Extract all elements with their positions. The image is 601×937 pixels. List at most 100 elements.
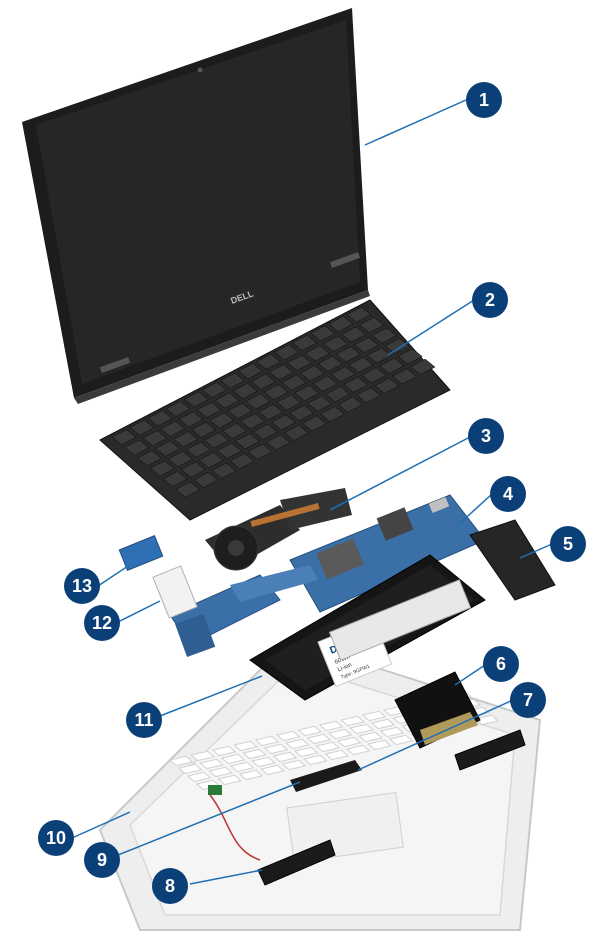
keycap bbox=[247, 443, 273, 460]
keycap bbox=[346, 306, 372, 323]
keycap bbox=[256, 353, 282, 370]
callout-8: 8 bbox=[152, 868, 188, 904]
keycap bbox=[286, 354, 312, 371]
keycap bbox=[142, 430, 168, 447]
keycap bbox=[384, 337, 410, 355]
keycap bbox=[229, 453, 255, 470]
speaker-right bbox=[454, 729, 526, 771]
palmrest-key-opening bbox=[340, 715, 365, 727]
keycap bbox=[165, 400, 191, 417]
palmrest-key-opening bbox=[211, 745, 237, 757]
keycap bbox=[245, 393, 271, 410]
keycap bbox=[240, 413, 266, 430]
keycap bbox=[219, 372, 246, 389]
keycap bbox=[250, 373, 276, 390]
leader-line-11 bbox=[159, 675, 263, 717]
palmrest-key-opening bbox=[251, 756, 276, 768]
keycap bbox=[330, 366, 356, 383]
callout-9: 9 bbox=[84, 842, 120, 878]
callout-5: 5 bbox=[550, 526, 586, 562]
keycap bbox=[301, 415, 327, 432]
callout-10: 10 bbox=[38, 820, 74, 856]
keycap bbox=[304, 345, 331, 362]
keycap bbox=[276, 394, 302, 411]
keycap bbox=[397, 348, 423, 365]
palmrest-key-opening bbox=[285, 738, 310, 750]
callout-11: 11 bbox=[126, 702, 162, 738]
keycap bbox=[162, 470, 188, 488]
callout-8-number: 8 bbox=[164, 875, 175, 896]
keycap bbox=[359, 316, 385, 334]
palmrest-key-opening bbox=[474, 714, 499, 726]
palmrest-key-opening bbox=[294, 746, 319, 758]
keycap bbox=[232, 382, 258, 400]
callout-13-number: 13 bbox=[71, 575, 93, 596]
keycap bbox=[193, 471, 219, 489]
palmrest-key-opening bbox=[336, 736, 362, 748]
keycap bbox=[258, 403, 284, 421]
keycap bbox=[379, 357, 405, 374]
leader-line-3 bbox=[329, 436, 471, 511]
palmrest-key-opening bbox=[242, 748, 267, 760]
keycap bbox=[149, 460, 175, 477]
callout-4: 4 bbox=[490, 476, 526, 512]
keycap bbox=[410, 358, 436, 375]
keycap bbox=[201, 381, 227, 399]
keycap bbox=[348, 356, 374, 373]
leader-line-9 bbox=[117, 781, 301, 856]
palmrest-key-opening bbox=[263, 743, 289, 755]
keycap bbox=[185, 441, 212, 458]
callout-10-number: 10 bbox=[45, 827, 67, 848]
palmrest-key-opening bbox=[345, 744, 371, 756]
palmrest-key-opening bbox=[220, 753, 246, 765]
keycap bbox=[183, 391, 209, 408]
callout-3: 3 bbox=[468, 418, 504, 454]
keycap bbox=[252, 423, 279, 440]
palmrest-key-opening bbox=[260, 764, 285, 776]
keycap bbox=[178, 411, 204, 428]
palmrest-key-opening bbox=[254, 735, 280, 747]
palmrest-key-opening bbox=[217, 774, 242, 786]
palmrest-key-opening bbox=[297, 725, 322, 737]
keycap bbox=[136, 450, 163, 467]
callout-7: 7 bbox=[510, 682, 546, 718]
keycap bbox=[214, 392, 240, 409]
keycap bbox=[312, 375, 338, 392]
callout-2-number: 2 bbox=[484, 289, 495, 310]
keycap bbox=[155, 440, 181, 457]
palmrest-key-opening bbox=[327, 728, 353, 740]
keycap bbox=[310, 325, 336, 342]
keycap bbox=[353, 336, 379, 353]
leader-line-12 bbox=[117, 600, 161, 623]
callout-1-number: 1 bbox=[478, 89, 489, 110]
keycap bbox=[343, 376, 369, 393]
keycap bbox=[356, 387, 382, 404]
palmrest-key-opening bbox=[358, 731, 383, 743]
leader-line-2 bbox=[387, 299, 475, 356]
palmrest-key-opening bbox=[238, 769, 264, 781]
leader-line-5 bbox=[519, 543, 553, 559]
keycap bbox=[341, 326, 367, 343]
keycap bbox=[270, 414, 297, 431]
leader-line-13 bbox=[97, 565, 129, 587]
keycap bbox=[323, 335, 349, 352]
leader-line-7 bbox=[357, 699, 514, 771]
palmrest-key-opening bbox=[303, 754, 328, 766]
keycap bbox=[335, 346, 361, 363]
palmrest-key-opening bbox=[276, 730, 301, 742]
palmrest-key-opening bbox=[318, 720, 344, 732]
keycap bbox=[294, 385, 320, 402]
callout-13: 13 bbox=[64, 568, 100, 604]
keycap bbox=[268, 364, 294, 381]
keycap bbox=[227, 402, 253, 419]
palmrest-key-opening bbox=[199, 758, 224, 770]
keycap bbox=[124, 439, 150, 456]
keycap bbox=[366, 347, 392, 364]
heatsink-fan bbox=[205, 488, 352, 571]
keycap bbox=[317, 355, 343, 372]
keycap bbox=[328, 315, 354, 333]
system-board bbox=[169, 494, 486, 658]
battery-label-line2: Li-ion bbox=[337, 662, 353, 673]
palmrest-key-opening bbox=[272, 751, 298, 763]
